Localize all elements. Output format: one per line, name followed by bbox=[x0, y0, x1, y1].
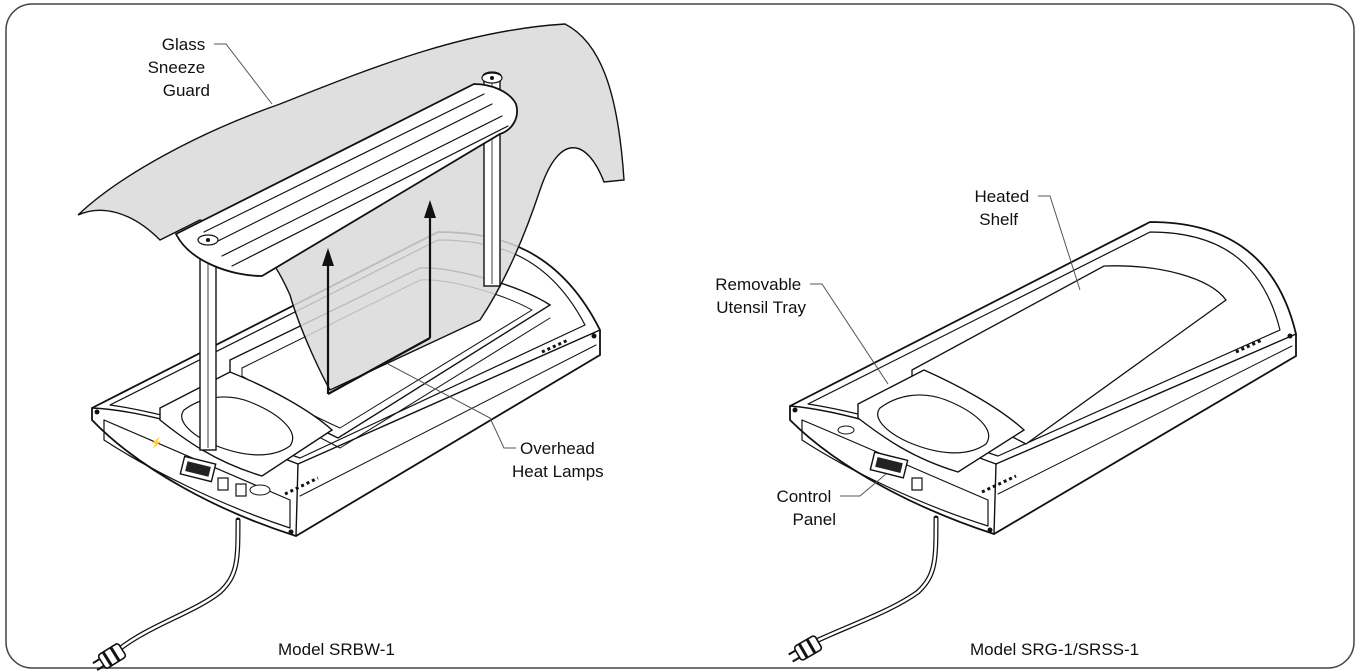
callout-utensil-tray: Removable Utensil Tray bbox=[715, 275, 806, 317]
leader-control-panel bbox=[840, 473, 887, 497]
control-panel-right bbox=[837, 425, 923, 491]
svg-text:⚡: ⚡ bbox=[150, 436, 162, 449]
model-title-left: Model SRBW-1 bbox=[278, 640, 395, 659]
support-post-front bbox=[198, 235, 218, 451]
power-cord-left bbox=[92, 517, 241, 671]
model-title-right: Model SRG-1/SRSS-1 bbox=[970, 640, 1139, 659]
figure-frame bbox=[5, 3, 1355, 669]
callout-heat-lamps: Overhead Heat Lamps bbox=[512, 439, 604, 481]
model-srbw-1-illustration: ⚡ bbox=[77, 23, 625, 671]
overhead-lamp-housing bbox=[174, 72, 518, 277]
model-srg-1-illustration bbox=[788, 195, 1297, 663]
power-plug-icon bbox=[92, 643, 127, 671]
leader-heated-shelf bbox=[1038, 195, 1081, 291]
callout-control-panel: Control Panel bbox=[776, 487, 836, 529]
leader-heat-lamps bbox=[387, 363, 516, 449]
base-unit-right bbox=[789, 221, 1297, 535]
utensil-tray-right bbox=[857, 369, 1026, 473]
leader-sneeze-guard bbox=[214, 43, 273, 105]
power-plug-icon bbox=[788, 635, 823, 663]
heat-lamp-arrows bbox=[322, 200, 436, 395]
leader-utensil-tray bbox=[810, 283, 889, 385]
power-cord-right bbox=[788, 515, 939, 663]
callout-heated-shelf: Heated Shelf bbox=[974, 187, 1034, 229]
callout-sneeze-guard: Glass Sneeze Guard bbox=[148, 35, 210, 100]
control-panel-left: ⚡ bbox=[150, 436, 271, 497]
